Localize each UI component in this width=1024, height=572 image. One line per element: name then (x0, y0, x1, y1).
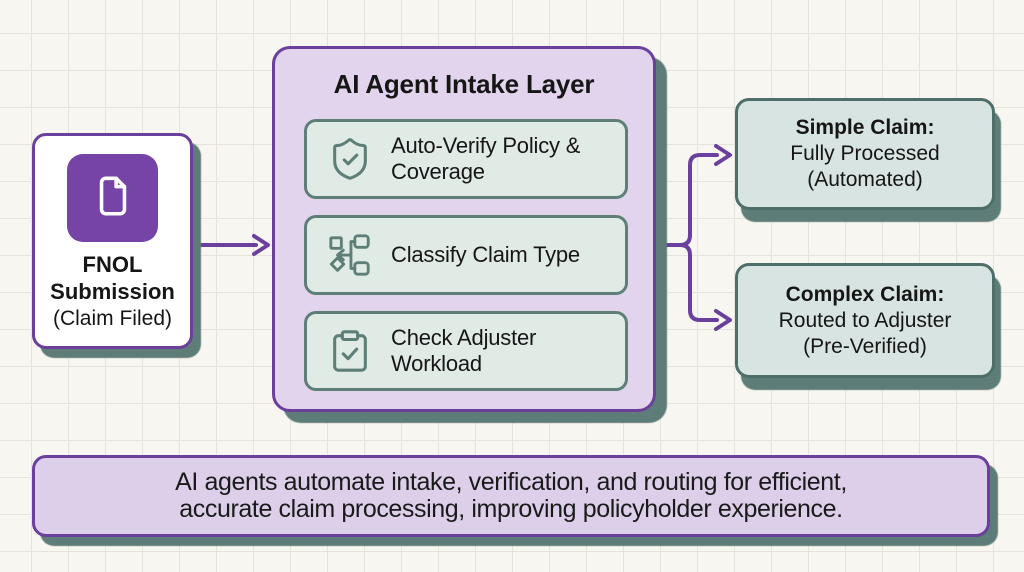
summary-line2: accurate claim processing, improving pol… (179, 495, 843, 523)
step-auto-verify-label: Auto-Verify Policy & Coverage (391, 133, 581, 184)
summary-line1: AI agents automate intake, verification,… (175, 468, 847, 496)
step-check-workload-label: Check Adjuster Workload (391, 325, 537, 376)
step-auto-verify: Auto-Verify Policy & Coverage (304, 119, 628, 199)
classify-icon (327, 229, 373, 281)
fnol-submission-node: FNOL Submission (Claim Filed) (32, 133, 193, 349)
simple-claim-desc1: Fully Processed (790, 142, 940, 165)
step-classify: Classify Claim Type (304, 215, 628, 295)
fnol-status: (Claim Filed) (52, 307, 172, 330)
arrow-branch-upper (678, 153, 719, 247)
arrowhead-fnol-to-intake (252, 234, 270, 256)
arrowhead-branch-upper (714, 144, 732, 166)
shield-check-icon (327, 133, 373, 185)
complex-claim-desc2: (Pre-Verified) (803, 334, 927, 358)
step-check-workload: Check Adjuster Workload (304, 311, 628, 391)
summary-banner: AI agents automate intake, verification,… (32, 455, 990, 537)
complex-claim-desc1: Routed to Adjuster (778, 308, 952, 332)
clipboard-check-icon (327, 325, 373, 377)
step-classify-label: Classify Claim Type (391, 242, 580, 267)
arrow-branch-lower (678, 243, 719, 322)
outcome-complex-claim: Complex Claim: Routed to Adjuster (Pre-V… (735, 263, 995, 378)
complex-claim-title: Complex Claim: (785, 282, 945, 306)
outcome-simple-claim: Simple Claim: Fully Processed (Automated… (735, 98, 995, 210)
simple-claim-desc2: (Automated) (807, 168, 923, 191)
intake-layer-title: AI Agent Intake Layer (333, 69, 595, 99)
document-icon (88, 169, 138, 228)
simple-claim-title: Simple Claim: (795, 116, 935, 139)
arrowhead-branch-lower (714, 309, 732, 331)
fnol-title-line1: FNOL (82, 252, 143, 277)
fnol-title-line2: Submission (50, 279, 175, 304)
ai-agent-intake-layer: AI Agent Intake Layer Auto-Verify Policy… (272, 46, 656, 412)
document-icon-tile (67, 154, 158, 242)
